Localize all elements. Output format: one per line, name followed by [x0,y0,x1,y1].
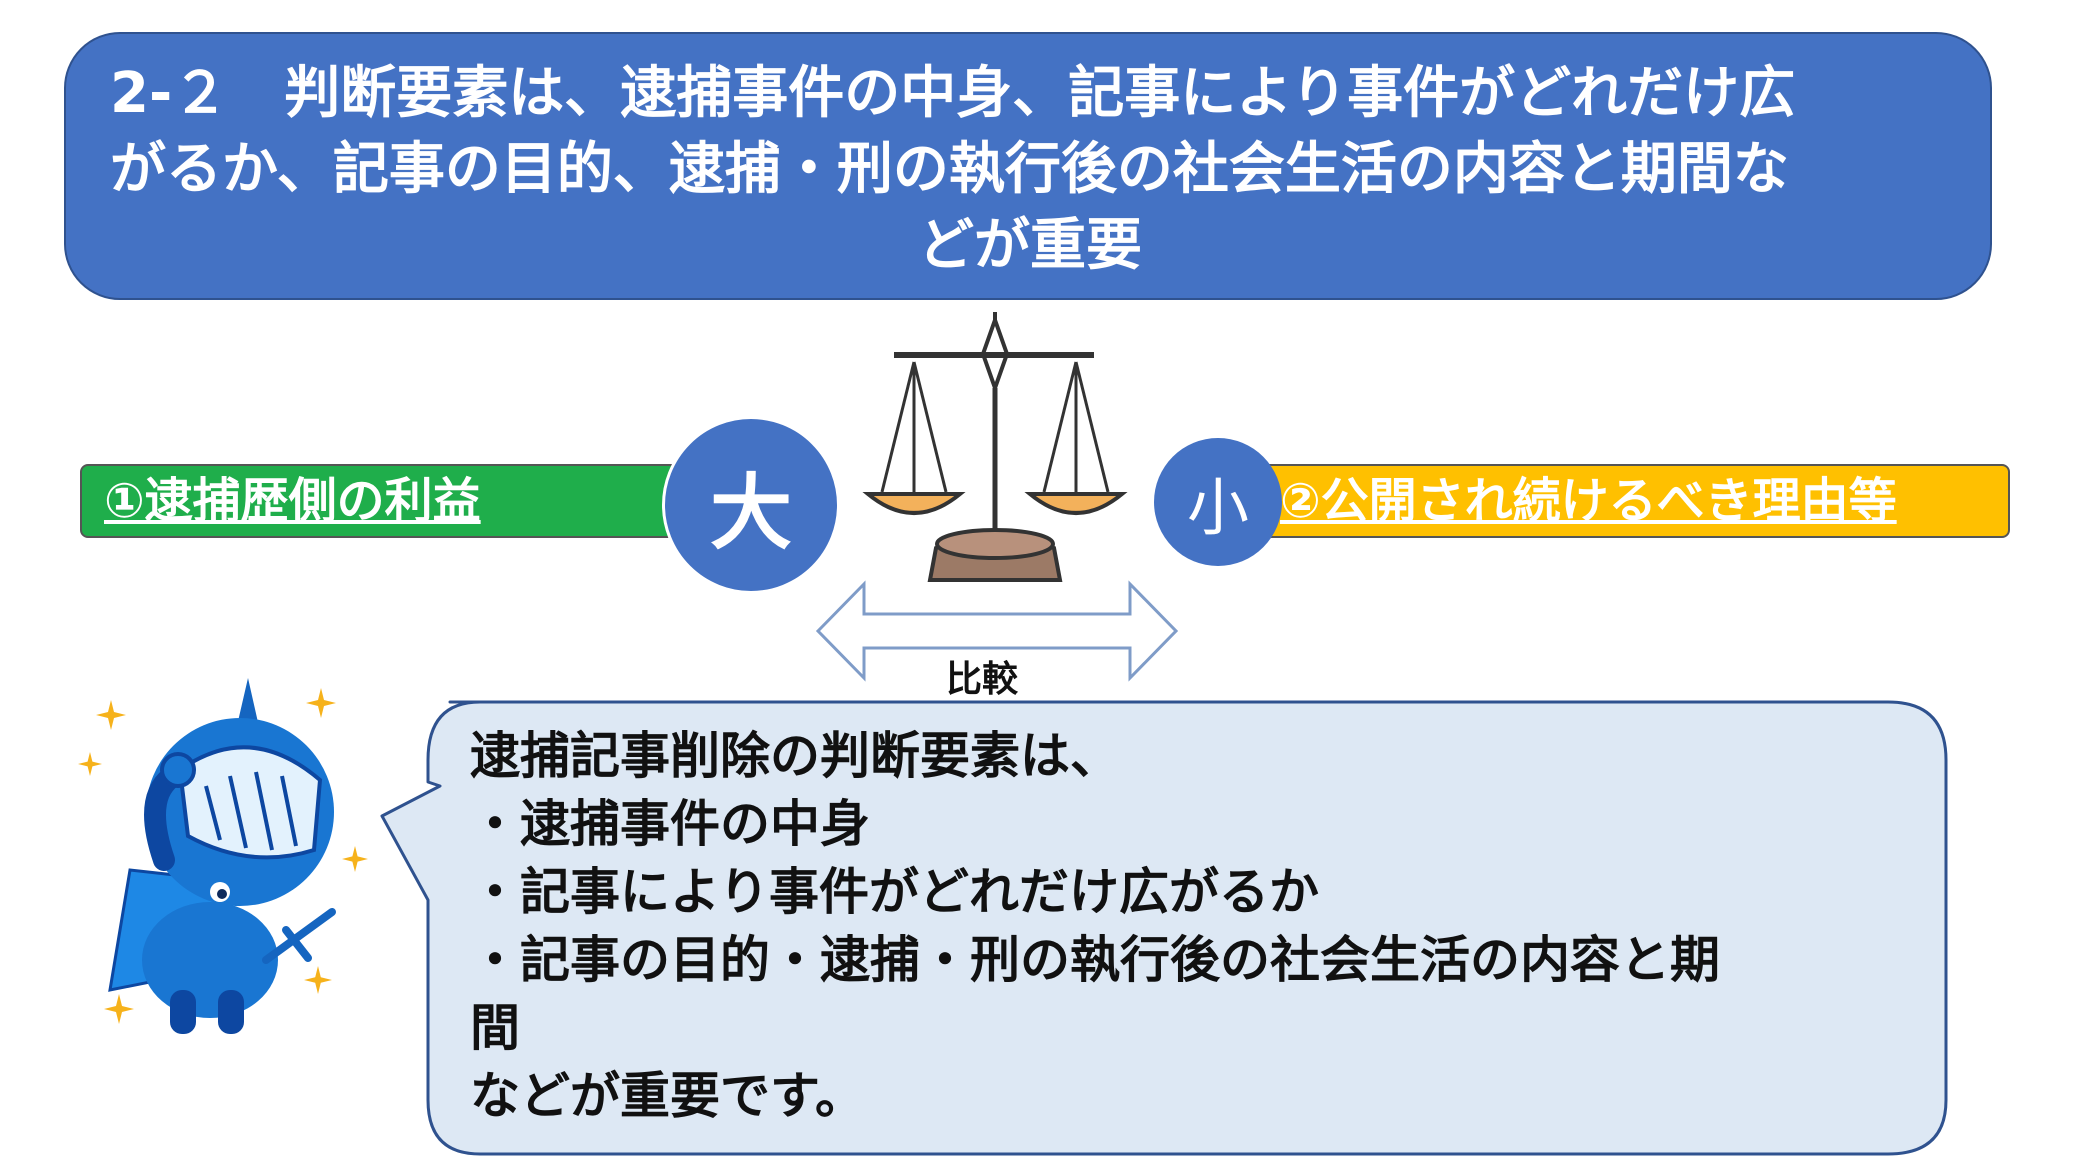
sparkle-icon [104,994,134,1024]
bubble-line: 間 [470,999,520,1057]
sparkle-icon [78,752,102,776]
bubble-line: ・記事の目的・逮捕・刑の執行後の社会生活の内容と期 [470,931,1720,989]
double-arrow-icon [816,580,1178,682]
compare-label: 比較 [946,659,1019,700]
small-circle: 小 [1154,438,1282,566]
knight-mascot-icon [108,678,336,1034]
title-line-1: 2-２ 判断要素は、逮捕事件の中身、記事により事件がどれだけ広 [110,61,1796,126]
big-circle: 大 [662,416,840,594]
title-banner: 2-２ 判断要素は、逮捕事件の中身、記事により事件がどれだけ広 がるか、記事の目… [64,32,1992,300]
bubble-line: ・記事により事件がどれだけ広がるか [470,863,1319,921]
right-bar-label: ②公開され続けるべき理由等 [1262,464,2010,538]
left-bar-label: ①逮捕歴側の利益 [80,464,700,538]
sparkle-icon [304,966,332,994]
title-line-2: がるか、記事の目的、逮捕・刑の執行後の社会生活の内容と期間な [110,137,1789,202]
speech-bubble [380,700,1948,1156]
sparkle-icon [96,700,126,730]
sparkle-icon [306,688,336,718]
bubble-line: などが重要です。 [470,1067,865,1125]
bubble-line: 逮捕記事削除の判断要素は、 [470,727,1120,785]
title-line-3: どが重要 [918,213,1142,278]
scale-icon [862,312,1128,582]
sparkle-icon [342,846,368,872]
bubble-line: ・逮捕事件の中身 [470,795,870,853]
bubble-text: 逮捕記事削除の判断要素は、 ・逮捕事件の中身 ・記事により事件がどれだけ広がるか… [470,722,1940,1130]
